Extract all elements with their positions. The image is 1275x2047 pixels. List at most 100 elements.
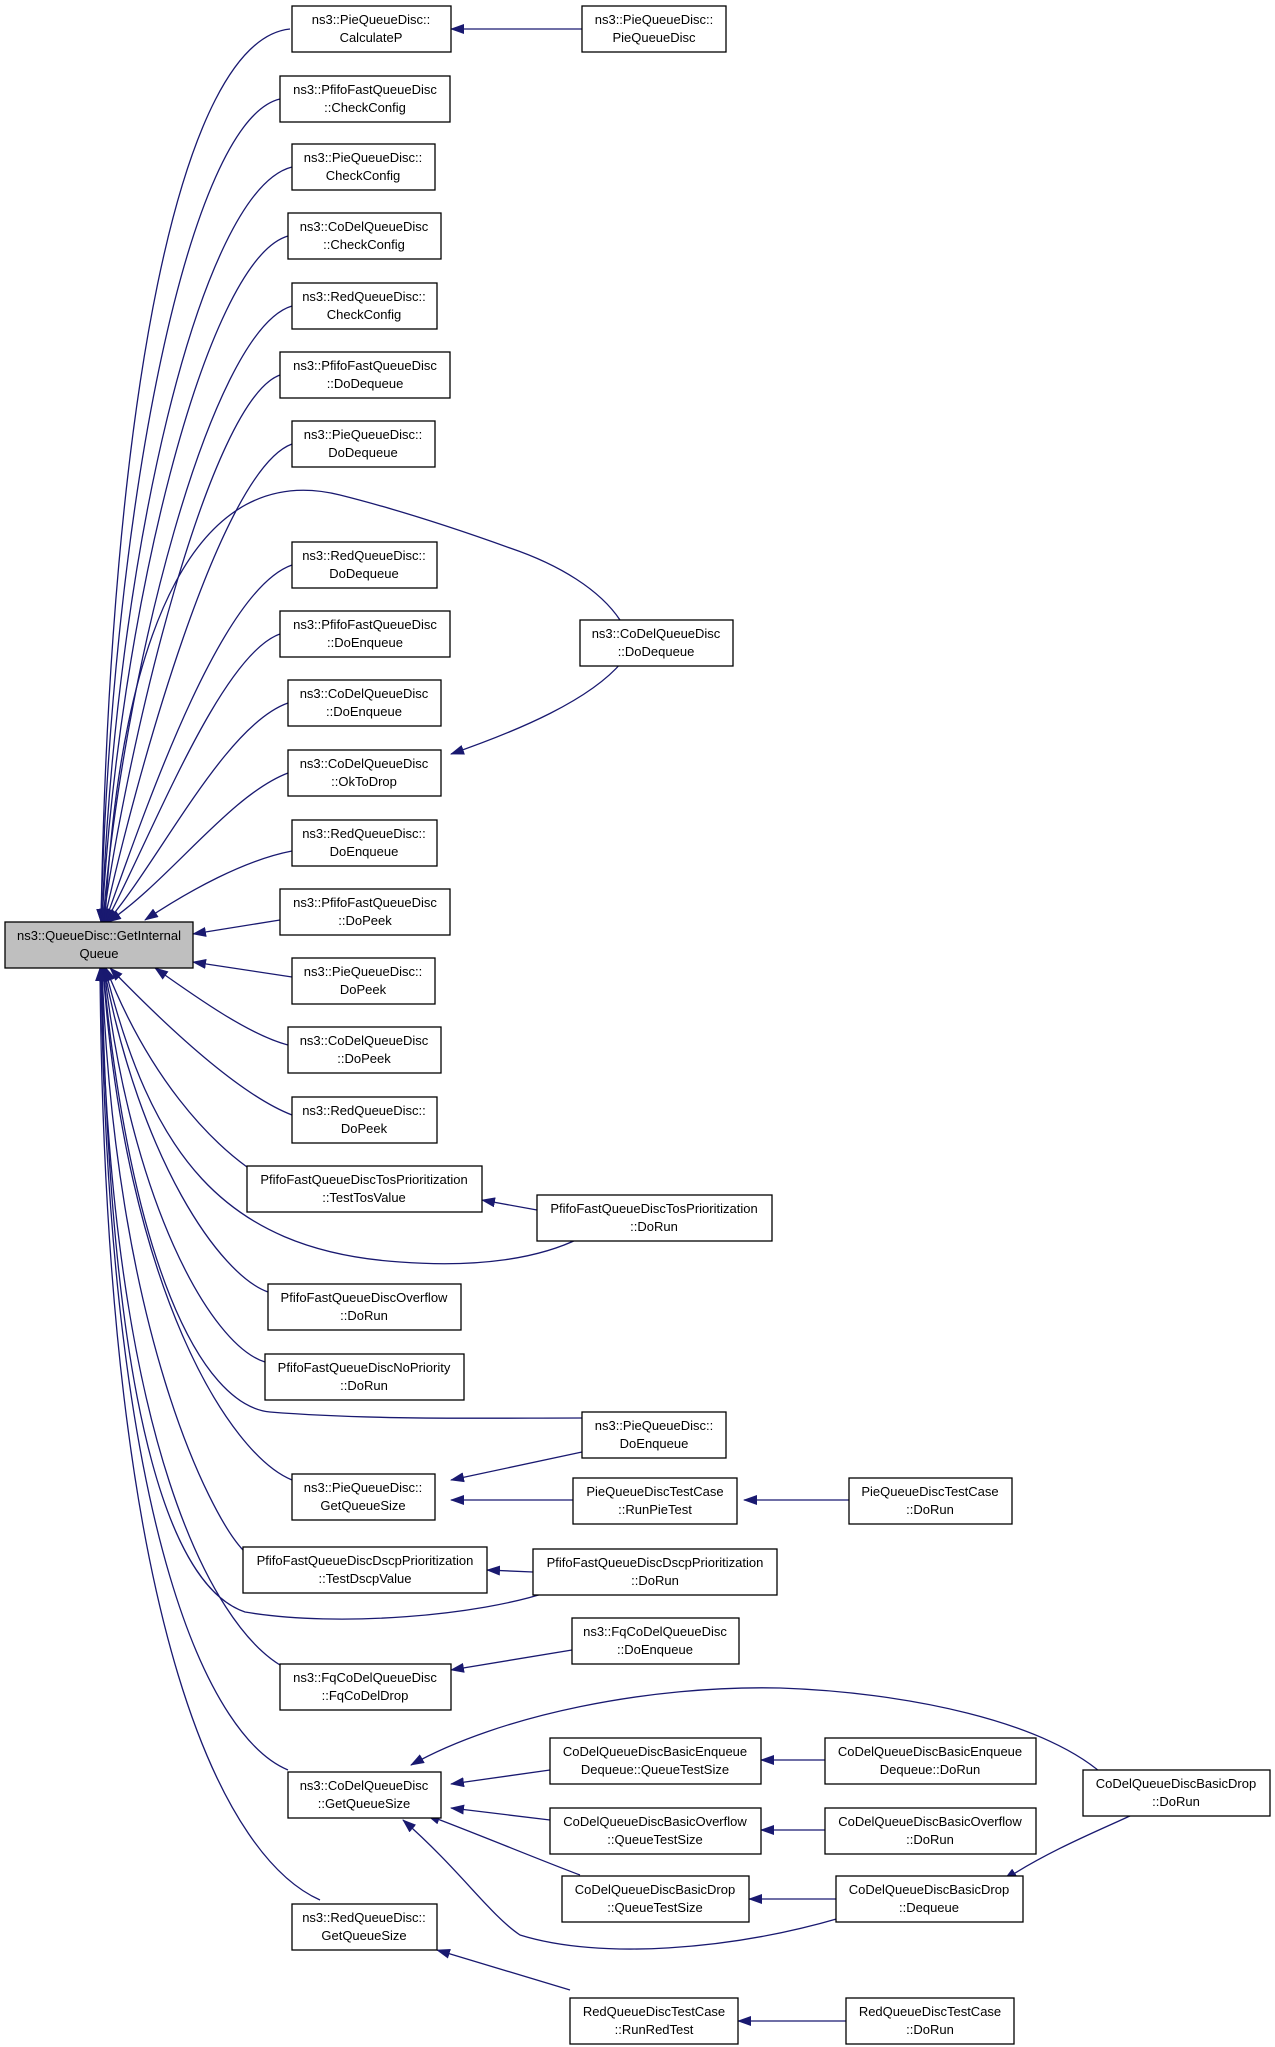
node-pie-dopeek-line1: ns3::PieQueueDisc::: [304, 964, 423, 979]
node-pf-tos-testtosvalue-line1: PfifoFastQueueDiscTosPrioritization: [260, 1172, 467, 1187]
node-pf-nopriority-dorun[interactable]: PfifoFastQueueDiscNoPriority ::DoRun: [264, 1353, 465, 1401]
edge-fqdrop-root: [96, 967, 281, 1666]
edge-beqts-cdgs: [450, 1769, 551, 1788]
edge-boqts-cdgs: [450, 1804, 551, 1821]
node-red-testcase-dorun-line2: ::DoRun: [906, 2022, 954, 2037]
node-pf-nopriority-dorun-line2: ::DoRun: [340, 1378, 388, 1393]
edge-pieenq-piegs: [450, 1451, 583, 1483]
node-red-runredtest[interactable]: RedQueueDiscTestCase ::RunRedTest: [569, 1997, 739, 2045]
node-codel-basicenqueuedequeue-dorun[interactable]: CoDelQueueDiscBasicEnqueue Dequeue::DoRu…: [824, 1737, 1037, 1785]
node-pf-tos-testtosvalue[interactable]: PfifoFastQueueDiscTosPrioritization ::Te…: [246, 1165, 483, 1213]
edge-cdpeek-root: [154, 967, 289, 1046]
node-pie-testcase-dorun-line1: PieQueueDiscTestCase: [861, 1484, 998, 1499]
edge-piedeq-root: [101, 443, 293, 923]
node-fqcodel-fqcodeldrop[interactable]: ns3::FqCoDelQueueDisc ::FqCoDelDrop: [279, 1663, 452, 1711]
node-pie-calculatep[interactable]: ns3::PieQueueDisc:: CalculateP: [291, 5, 452, 53]
node-pie-doenqueue-line2: DoEnqueue: [620, 1436, 689, 1451]
node-pie-dodequeue-line1: ns3::PieQueueDisc::: [304, 427, 423, 442]
node-pf-dodequeue[interactable]: ns3::PfifoFastQueueDisc ::DoDequeue: [279, 351, 451, 399]
node-red-getqueuesize[interactable]: ns3::RedQueueDisc:: GetQueueSize: [291, 1903, 438, 1951]
node-pie-getqueuesize[interactable]: ns3::PieQueueDisc:: GetQueueSize: [291, 1473, 436, 1521]
edge-pfdeq-root: [99, 374, 281, 923]
node-pf-dopeek-line2: ::DoPeek: [338, 913, 392, 928]
node-pie-getqueuesize-line2: GetQueueSize: [320, 1498, 405, 1513]
node-codel-bo-run-line2: ::DoRun: [906, 1832, 954, 1847]
node-codel-bo-qts-line1: CoDelQueueDiscBasicOverflow: [563, 1814, 747, 1829]
node-codel-getqueuesize[interactable]: ns3::CoDelQueueDisc ::GetQueueSize: [287, 1771, 442, 1819]
node-red-dopeek[interactable]: ns3::RedQueueDisc:: DoPeek: [291, 1096, 438, 1144]
node-codel-checkconfig[interactable]: ns3::CoDelQueueDisc ::CheckConfig: [287, 212, 442, 260]
edge-piepeek-root: [192, 959, 293, 978]
node-codel-basicdrop-dequeue[interactable]: CoDelQueueDiscBasicDrop ::Dequeue: [835, 1875, 1024, 1923]
node-pf-dscp-dorun[interactable]: PfifoFastQueueDiscDscpPrioritization ::D…: [532, 1548, 778, 1596]
node-fqcodel-doenqueue-line2: ::DoEnqueue: [617, 1642, 693, 1657]
node-pf-doenqueue[interactable]: ns3::PfifoFastQueueDisc ::DoEnqueue: [279, 610, 451, 658]
node-red-doenqueue[interactable]: ns3::RedQueueDisc:: DoEnqueue: [291, 819, 438, 867]
node-pie-ctor[interactable]: ns3::PieQueueDisc:: PieQueueDisc: [581, 5, 727, 53]
node-codel-bo-run-line1: CoDelQueueDiscBasicOverflow: [838, 1814, 1022, 1829]
node-red-testcase-dorun[interactable]: RedQueueDiscTestCase ::DoRun: [845, 1997, 1015, 2045]
node-pie-doenqueue-line1: ns3::PieQueueDisc::: [595, 1418, 714, 1433]
node-codel-dodequeue[interactable]: ns3::CoDelQueueDisc ::DoDequeue: [579, 619, 734, 667]
node-codel-bo-qts-line2: ::QueueTestSize: [607, 1832, 702, 1847]
edge-bdqts-cdgs: [426, 1814, 581, 1876]
node-pf-overflow-dorun[interactable]: PfifoFastQueueDiscOverflow ::DoRun: [267, 1283, 462, 1331]
node-pie-calculatep-line2: CalculateP: [340, 30, 403, 45]
node-codel-basicdrop-queuetestsize[interactable]: CoDelQueueDiscBasicDrop ::QueueTestSize: [561, 1875, 750, 1923]
edge-runred-redgs: [436, 1948, 571, 1991]
edge-dscprun-dscptest: [486, 1565, 534, 1576]
node-pf-dodequeue-line1: ns3::PfifoFastQueueDisc: [293, 358, 437, 373]
node-pie-ctor-line1: ns3::PieQueueDisc::: [595, 12, 714, 27]
node-pf-tos-dorun-line1: PfifoFastQueueDiscTosPrioritization: [550, 1201, 757, 1216]
node-pie-testcase-dorun[interactable]: PieQueueDiscTestCase ::DoRun: [848, 1477, 1013, 1525]
node-red-getqueuesize-line1: ns3::RedQueueDisc::: [302, 1910, 426, 1925]
node-codel-doenqueue-line1: ns3::CoDelQueueDisc: [300, 686, 429, 701]
node-pf-dscp-testdscpvalue[interactable]: PfifoFastQueueDiscDscpPrioritization ::T…: [242, 1546, 488, 1594]
node-codel-doenqueue[interactable]: ns3::CoDelQueueDisc ::DoEnqueue: [287, 679, 442, 727]
node-codel-getqueuesize-line2: ::GetQueueSize: [318, 1796, 411, 1811]
node-codel-be-run-line1: CoDelQueueDiscBasicEnqueue: [838, 1744, 1022, 1759]
node-pf-dodequeue-line2: ::DoDequeue: [327, 376, 404, 391]
node-pf-checkconfig[interactable]: ns3::PfifoFastQueueDisc ::CheckConfig: [279, 75, 451, 123]
node-red-checkconfig[interactable]: ns3::RedQueueDisc:: CheckConfig: [291, 282, 438, 330]
node-pie-dopeek[interactable]: ns3::PieQueueDisc:: DoPeek: [291, 957, 436, 1005]
node-codel-bd-deq-line2: ::Dequeue: [899, 1900, 959, 1915]
edges: [95, 24, 1133, 2026]
node-codel-basicoverflow-queuetestsize[interactable]: CoDelQueueDiscBasicOverflow ::QueueTestS…: [549, 1807, 762, 1855]
edge-bdrun-cdgs: [410, 1687, 1111, 1782]
node-pie-checkconfig[interactable]: ns3::PieQueueDisc:: CheckConfig: [291, 143, 436, 191]
node-red-runredtest-line1: RedQueueDiscTestCase: [583, 2004, 725, 2019]
edge-redpeek-root: [109, 967, 293, 1116]
node-codel-checkconfig-line1: ns3::CoDelQueueDisc: [300, 219, 429, 234]
node-red-dopeek-line2: DoPeek: [341, 1121, 388, 1136]
node-codel-dodequeue-line1: ns3::CoDelQueueDisc: [592, 626, 721, 641]
edge-pftosrun-root: [103, 967, 581, 1265]
node-red-dodequeue-line1: ns3::RedQueueDisc::: [302, 548, 426, 563]
node-fqcodel-doenqueue[interactable]: ns3::FqCoDelQueueDisc ::DoEnqueue: [571, 1617, 740, 1665]
edge-pftos-root: [105, 967, 248, 1168]
node-red-dopeek-line1: ns3::RedQueueDisc::: [302, 1103, 426, 1118]
node-pie-doenqueue[interactable]: ns3::PieQueueDisc:: DoEnqueue: [581, 1411, 727, 1459]
edge-cdcheck-root: [97, 235, 289, 923]
node-pie-dodequeue[interactable]: ns3::PieQueueDisc:: DoDequeue: [291, 420, 436, 468]
edge-cdenq-root: [106, 702, 289, 923]
edge-pfover-root: [101, 967, 269, 1293]
node-pf-dscp-testdscpvalue-line1: PfifoFastQueueDiscDscpPrioritization: [257, 1553, 474, 1568]
node-root-line2: Queue: [79, 946, 118, 961]
edge-redgs-root: [95, 967, 321, 1901]
node-codel-oktodrop[interactable]: ns3::CoDelQueueDisc ::OkToDrop: [287, 749, 442, 797]
node-fqcodel-fqcodeldrop-line1: ns3::FqCoDelQueueDisc: [293, 1670, 437, 1685]
node-pf-dopeek[interactable]: ns3::PfifoFastQueueDisc ::DoPeek: [279, 888, 451, 936]
node-pie-runpietest-line1: PieQueueDiscTestCase: [586, 1484, 723, 1499]
node-codel-basicoverflow-dorun[interactable]: CoDelQueueDiscBasicOverflow ::DoRun: [824, 1807, 1037, 1855]
node-red-doenqueue-line2: DoEnqueue: [330, 844, 399, 859]
node-codel-basicenqueuedequeue-queuetestsize[interactable]: CoDelQueueDiscBasicEnqueue Dequeue::Queu…: [549, 1737, 762, 1785]
node-codel-basicdrop-dorun[interactable]: CoDelQueueDiscBasicDrop ::DoRun: [1082, 1769, 1271, 1817]
node-red-dodequeue[interactable]: ns3::RedQueueDisc:: DoDequeue: [291, 541, 438, 589]
node-fqcodel-fqcodeldrop-line2: ::FqCoDelDrop: [322, 1688, 409, 1703]
edge-pfdscp-root: [97, 967, 244, 1551]
node-codel-dopeek[interactable]: ns3::CoDelQueueDisc ::DoPeek: [287, 1026, 442, 1074]
node-pf-tos-dorun[interactable]: PfifoFastQueueDiscTosPrioritization ::Do…: [536, 1194, 773, 1242]
node-pie-runpietest[interactable]: PieQueueDiscTestCase ::RunPieTest: [572, 1477, 738, 1525]
node-red-checkconfig-line2: CheckConfig: [327, 307, 401, 322]
